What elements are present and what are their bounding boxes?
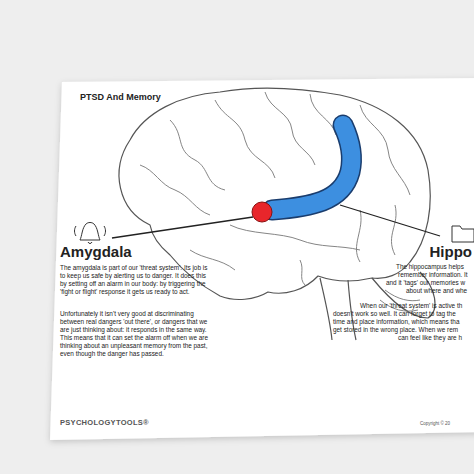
hippocampus-band [272, 125, 352, 210]
brand-logo: PSYCHOLOGYTOOLS® [60, 418, 149, 427]
body-text: Unfortunately it isn't very good at disc… [60, 310, 210, 358]
copyright-note: Copyright © 20 [420, 421, 450, 426]
body-text-line: get stored in the wrong place. When we r… [333, 326, 458, 334]
body-text-line: and it 'tags' our memories w [386, 279, 465, 287]
leader-line [340, 205, 440, 236]
body-text: The amygdala is part of our 'threat syst… [60, 264, 210, 296]
section-heading: Hippo [430, 243, 473, 260]
body-text-line: doesn't work so well. It can forget to t… [333, 310, 456, 318]
worksheet-title: PTSD And Memory [80, 92, 161, 102]
section-heading: Amygdala [60, 243, 132, 260]
body-text-line: When our 'threat system' is active th [360, 302, 462, 310]
body-text-line: The hippocampus helps [396, 263, 464, 271]
hippocampus-band [272, 125, 352, 210]
amygdala-spot [252, 202, 272, 222]
worksheet-page [50, 78, 474, 440]
bell-icon [75, 223, 106, 244]
folder-icon [452, 226, 474, 242]
body-text-line: remember information. It [398, 271, 468, 279]
leader-line [112, 217, 253, 238]
body-text-line: time and place information, which means … [333, 318, 459, 326]
body-text-line: can feel like they are h [398, 334, 462, 342]
body-text-line: about where and whe [406, 287, 467, 295]
